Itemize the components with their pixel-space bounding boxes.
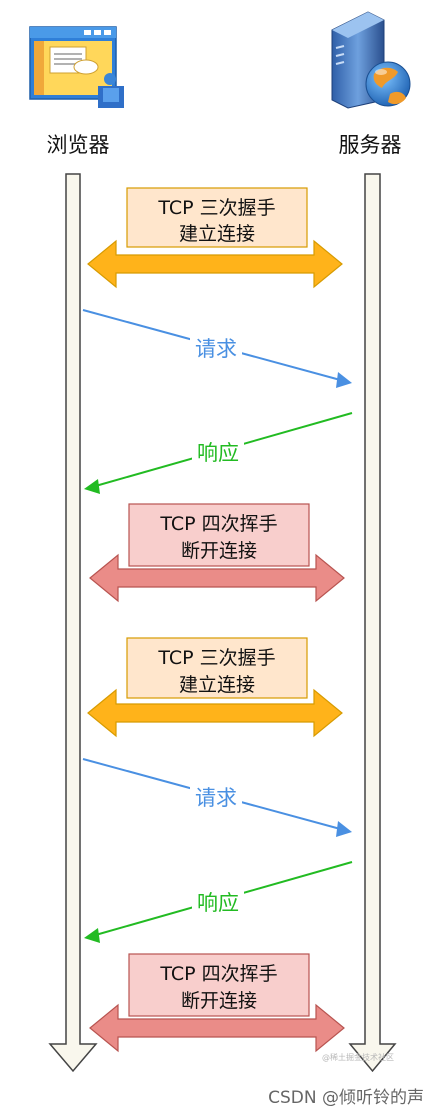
teardown-title: TCP 四次挥手 [159, 963, 277, 985]
server-label: 服务器 [339, 133, 402, 157]
response-label: 响应 [197, 441, 239, 465]
request-label: 请求 [195, 337, 237, 361]
handshake-title: TCP 三次握手 [157, 197, 275, 219]
response-label: 响应 [197, 891, 239, 915]
handshake-subtitle: 建立连接 [179, 674, 255, 696]
teardown-box [128, 503, 310, 567]
handshake-double-arrow [87, 688, 343, 738]
server-globe-icon [331, 11, 411, 109]
teardown-subtitle: 断开连接 [181, 990, 257, 1012]
handshake-subtitle: 建立连接 [179, 223, 255, 245]
teardown-subtitle: 断开连接 [181, 540, 257, 562]
handshake-box [126, 637, 308, 699]
server-lifeline [348, 173, 397, 1073]
browser-label: 浏览器 [47, 133, 110, 157]
teardown-box [128, 953, 310, 1017]
browser-window-icon [29, 26, 124, 108]
teardown-double-arrow [89, 553, 345, 603]
teardown-double-arrow [89, 1003, 345, 1053]
handshake-title: TCP 三次握手 [157, 647, 275, 669]
teardown-title: TCP 四次挥手 [159, 513, 277, 535]
handshake-box [126, 187, 308, 248]
handshake-double-arrow [87, 239, 343, 289]
request-label: 请求 [195, 786, 237, 810]
csdn-watermark: CSDN @倾听铃的声 [268, 1088, 424, 1108]
juejin-watermark: @稀土掘金技术社区 [322, 1053, 394, 1062]
browser-lifeline [48, 173, 98, 1073]
